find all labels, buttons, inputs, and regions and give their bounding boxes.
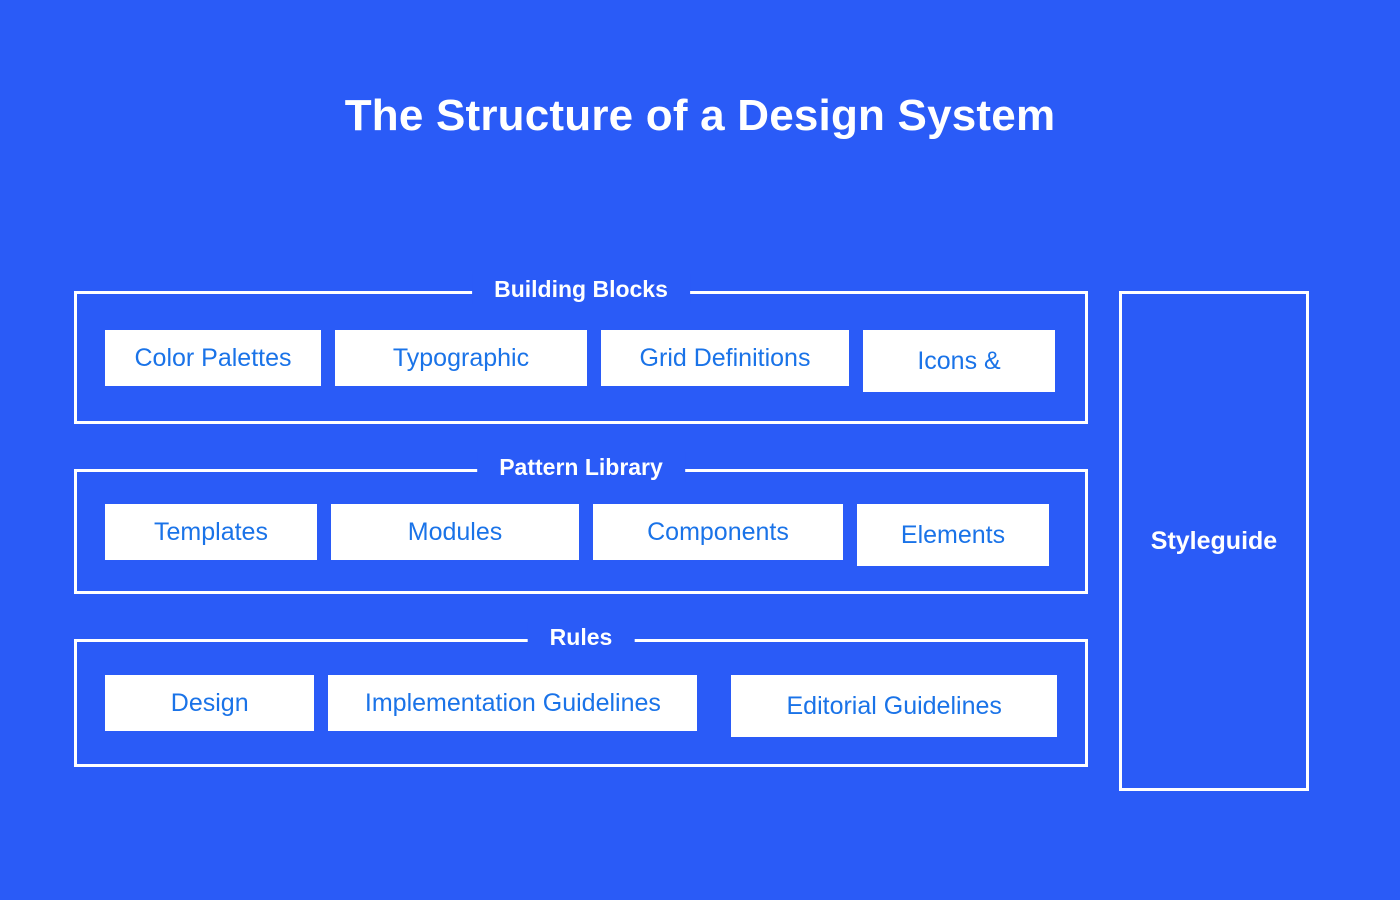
group-legend-building-blocks: Building Blocks <box>472 274 690 304</box>
chip-row-building-blocks: Color Palettes Typographic Grid Definiti… <box>105 294 1057 421</box>
group-pattern-library: Pattern Library Templates Modules Compon… <box>74 452 1088 594</box>
styleguide-panel: Styleguide <box>1119 291 1309 791</box>
chip-grid-definitions[interactable]: Grid Definitions <box>601 329 849 386</box>
page-title: The Structure of a Design System <box>344 91 1056 140</box>
chip-components[interactable]: Components <box>593 503 843 560</box>
group-legend-pattern-library: Pattern Library <box>477 452 685 482</box>
chip-templates[interactable]: Templates <box>105 503 317 560</box>
chip-color-palettes[interactable]: Color Palettes <box>105 329 321 386</box>
chip-icons[interactable]: Icons & <box>863 329 1055 392</box>
chip-editorial-guidelines[interactable]: Editorial Guidelines <box>731 675 1057 737</box>
chip-modules[interactable]: Modules <box>331 503 579 560</box>
styleguide-label: Styleguide <box>1150 527 1278 555</box>
group-legend-rules: Rules <box>527 622 635 652</box>
chip-implementation-guidelines[interactable]: Implementation Guidelines <box>328 675 698 731</box>
groups-column: Building Blocks Color Palettes Typograph… <box>74 274 1088 767</box>
group-rules: Rules Design Implementation Guidelines E… <box>74 622 1088 767</box>
group-building-blocks: Building Blocks Color Palettes Typograph… <box>74 274 1088 424</box>
chip-elements[interactable]: Elements <box>857 503 1049 566</box>
chip-design[interactable]: Design <box>105 675 315 731</box>
chip-typographic[interactable]: Typographic <box>335 329 587 386</box>
chip-row-rules: Design Implementation Guidelines Editori… <box>105 642 1057 764</box>
chip-row-pattern-library: Templates Modules Components Elements <box>105 472 1057 591</box>
